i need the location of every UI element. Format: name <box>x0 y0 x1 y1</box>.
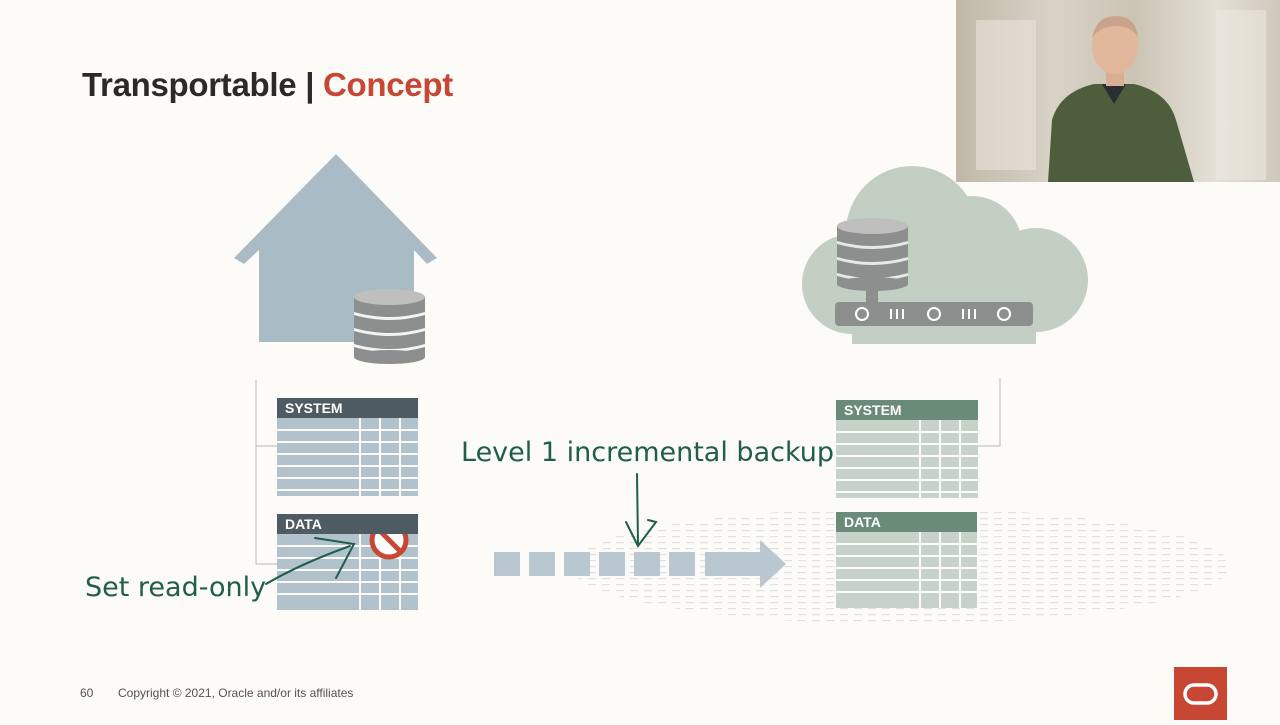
slide-title-main: Transportable | <box>82 66 323 103</box>
page-number: 60 <box>80 686 94 700</box>
slide-title-accent: Concept <box>323 66 453 103</box>
database-icon <box>837 218 908 291</box>
source-bracket <box>255 380 277 565</box>
source-system-table <box>277 418 418 496</box>
copyright-text: Copyright © 2021, Oracle and/or its affi… <box>118 686 354 700</box>
transfer-arrow <box>494 540 786 588</box>
slide-title: Transportable | Concept <box>82 66 453 104</box>
target-data-header: DATA <box>836 512 977 532</box>
target-bracket <box>978 378 1001 447</box>
footer: 60 Copyright © 2021, Oracle and/or its af… <box>80 686 353 700</box>
presenter-figure <box>976 10 1266 182</box>
target-system-header: SYSTEM <box>836 400 978 420</box>
oracle-logo-icon <box>1174 667 1227 720</box>
source-data-header: DATA <box>277 514 418 534</box>
backup-pointer-arrow <box>625 473 658 548</box>
oracle-logo-mark <box>1183 683 1218 705</box>
readonly-pointer-arrow <box>265 537 356 585</box>
readonly-annotation: Set read-only <box>85 572 267 603</box>
database-icon <box>354 289 425 364</box>
backup-annotation: Level 1 incremental backup <box>461 437 835 468</box>
source-system-header: SYSTEM <box>277 398 418 418</box>
presenter-video <box>956 0 1280 182</box>
target-system-table <box>836 420 978 498</box>
target-data-table <box>836 532 977 608</box>
